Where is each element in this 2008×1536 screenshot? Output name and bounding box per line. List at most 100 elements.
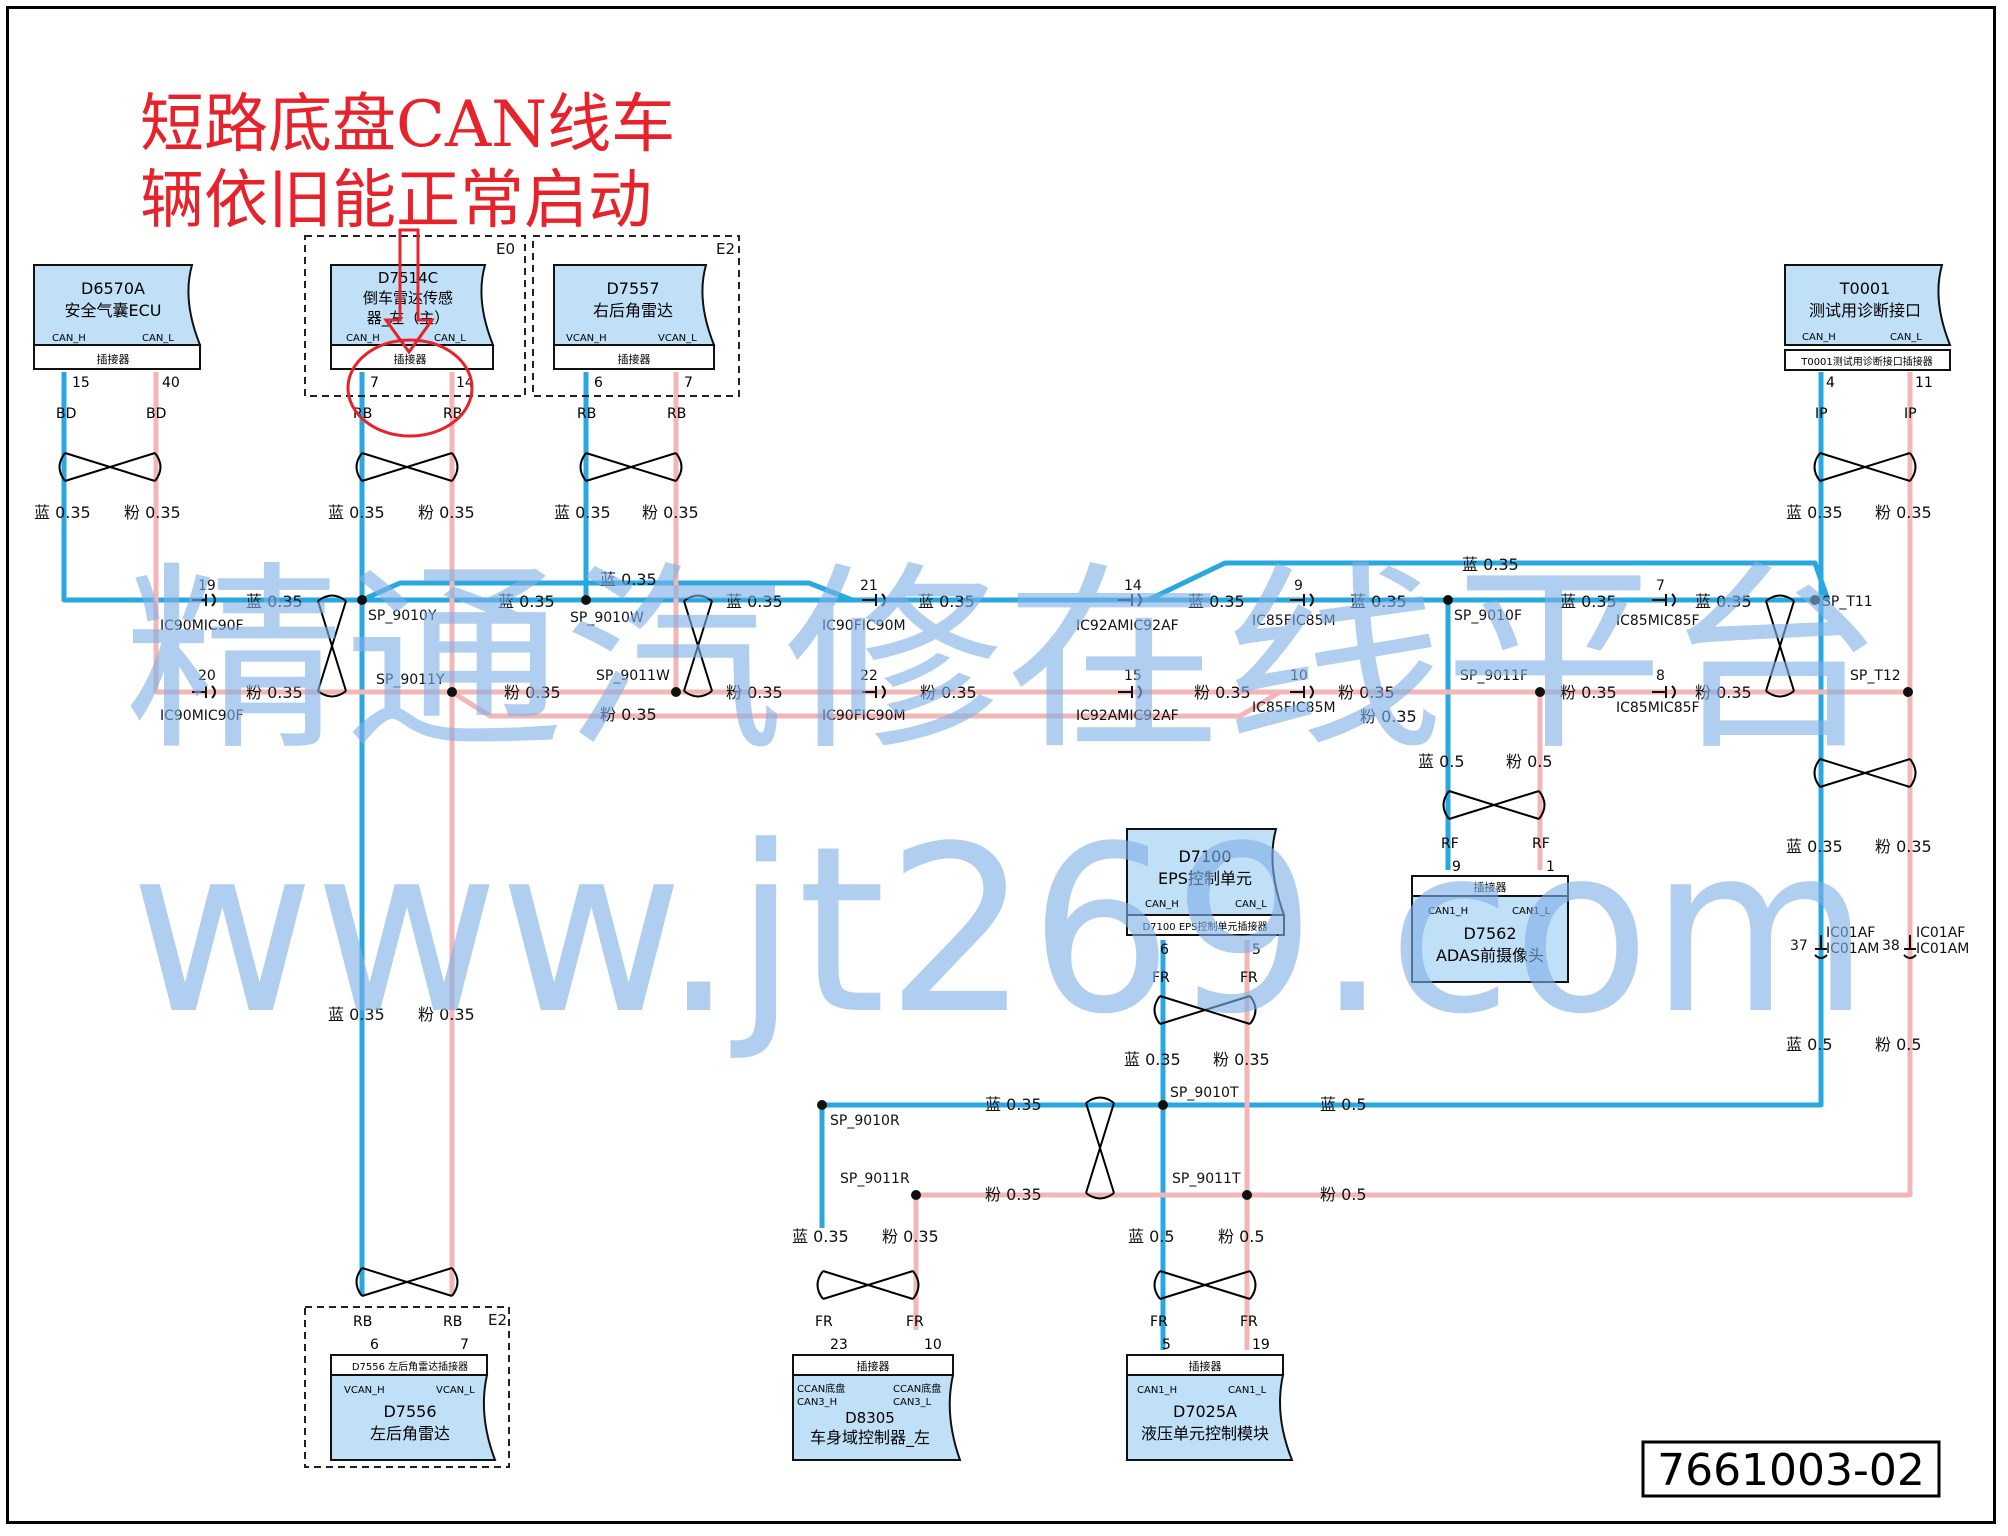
module-d7025a[interactable]: 插接器 CAN1_H CAN1_L D7025A 液压单元控制模块 5 19 F… <box>1126 1314 1294 1461</box>
wire-label: 蓝 0.35 <box>1350 592 1407 611</box>
wire-code-l: RB <box>667 406 686 422</box>
splice-label: SP_9011F <box>1460 668 1528 684</box>
connector-label: IC85MIC85F <box>1616 700 1700 716</box>
watermark: 精通汽修在线平台 www.jt269.com <box>124 545 1884 1065</box>
connector-label: IC01AM <box>1826 941 1879 957</box>
module-d6570a[interactable]: D6570A 安全气囊ECU CAN_H CAN_L 插接器 15 40 BD … <box>33 264 202 422</box>
module-t0001[interactable]: T0001 测试用诊断接口 CAN_H CAN_L T0001测试用诊断接口插接… <box>1784 264 1952 422</box>
connector-label: 插接器 <box>857 1359 890 1373</box>
pin-label-h: CAN_H <box>346 333 380 344</box>
pin-label-l: CAN1_L <box>1512 906 1551 917</box>
splice-label: SP_9010T <box>1170 1085 1239 1101</box>
module-name: 右后角雷达 <box>593 301 673 320</box>
connector-label: IC92AMIC92AF <box>1076 708 1179 724</box>
module-id: D7562 <box>1463 924 1516 943</box>
wire-label: 粉 0.35 <box>1875 837 1932 856</box>
module-id: D6570A <box>81 279 145 298</box>
wire-code-h: RB <box>577 406 596 422</box>
connector-number: 38 <box>1882 938 1900 954</box>
wire-code-h: RF <box>1441 836 1459 852</box>
figure-id: 7661003-02 <box>1657 1445 1925 1496</box>
wire-label: 粉 0.35 <box>418 503 475 522</box>
wire-label: 粉 0.35 <box>504 683 561 702</box>
module-id: D7556 <box>383 1402 436 1421</box>
module-name-line2: 器_左（主） <box>367 309 450 328</box>
connector-label: IC90FIC90M <box>822 618 906 634</box>
wire-label: 蓝 0.35 <box>328 503 385 522</box>
wire-code-l: FR <box>906 1314 924 1330</box>
connector-number: 22 <box>860 668 878 684</box>
wire-label: 粉 0.35 <box>600 705 657 724</box>
wire-label: 粉 0.35 <box>642 503 699 522</box>
pin-number-h: 6 <box>370 1337 379 1353</box>
wire-code-l: FR <box>1240 970 1258 986</box>
splice-label: SP_9011R <box>840 1171 910 1187</box>
connector-number: 9 <box>1294 578 1303 594</box>
pin-label-l: CAN_L <box>1235 899 1267 910</box>
connector-label: D7556 左后角雷达插接器 <box>352 1360 468 1373</box>
connector-label: T0001测试用诊断接口插接器 <box>1800 355 1933 368</box>
wire-label: 粉 0.35 <box>985 1185 1042 1204</box>
connector-number: 19 <box>198 578 216 594</box>
wire-label: 蓝 0.35 <box>246 592 303 611</box>
wire-code-l: RB <box>443 1314 462 1330</box>
pin-number-l: 19 <box>1252 1337 1270 1353</box>
wire-label: 蓝 0.35 <box>554 503 611 522</box>
module-d7514c[interactable]: D7514C 倒车雷达传感 器_左（主） CAN_H CAN_L 插接器 7 1… <box>330 264 495 422</box>
inline-connector-labels: 19 IC90MIC90F 20 IC90MIC90F 21 IC90FIC90… <box>160 578 1969 957</box>
module-id: D7514C <box>378 269 438 287</box>
annotation-line1: 短路底盘CAN线车 <box>140 88 675 162</box>
module-d7100[interactable]: D7100 EPS控制单元 CAN_H CAN_L D7100 EPS控制单元插… <box>1126 828 1286 986</box>
wire-label: 粉 0.5 <box>1218 1227 1265 1246</box>
connector-label: 插接器 <box>1189 1359 1222 1373</box>
wire-label: 粉 0.35 <box>1695 683 1752 702</box>
connector-label: 插接器 <box>394 352 427 366</box>
connector-label: IC01AF <box>1826 925 1875 941</box>
pin-label-h2: CAN3_H <box>797 1397 837 1408</box>
wire-label: 蓝 0.35 <box>1188 592 1245 611</box>
wire-label: 蓝 0.35 <box>1124 1050 1181 1069</box>
connector-number: 20 <box>198 668 216 684</box>
wire-label: 粉 0.35 <box>1338 683 1395 702</box>
wire-label: 蓝 0.35 <box>1462 555 1519 574</box>
wire-label: 粉 0.5 <box>1506 752 1553 771</box>
pin-label-l: CCAN底盘 <box>893 1382 941 1395</box>
connector-label: IC01AM <box>1916 941 1969 957</box>
wire-code-l: IP <box>1904 406 1917 422</box>
pin-label-h: CCAN底盘 <box>797 1382 845 1395</box>
pin-number-h: 6 <box>594 375 603 391</box>
connector-label: IC90MIC90F <box>160 708 244 724</box>
module-name: 测试用诊断接口 <box>1809 301 1921 320</box>
module-id: D8305 <box>845 1409 895 1427</box>
connector-number: 10 <box>1290 668 1308 684</box>
connector-label: IC92AMIC92AF <box>1076 618 1179 634</box>
module-d7556[interactable]: D7556 左后角雷达插接器 VCAN_H VCAN_L D7556 左后角雷达… <box>330 1314 497 1461</box>
splice-label: SP_9010R <box>830 1113 900 1129</box>
splice-label: SP_9011T <box>1172 1171 1241 1187</box>
pin-label-h: VCAN_H <box>566 333 607 344</box>
wire-code-h: RB <box>353 1314 372 1330</box>
pin-label-l: CAN_L <box>142 333 174 344</box>
wire-label: 蓝 0.35 <box>792 1227 849 1246</box>
connector-label: IC85FIC85M <box>1252 613 1336 629</box>
module-d7562[interactable]: 插接器 CAN1_H CAN1_L D7562 ADAS前摄像头 9 1 RF … <box>1411 836 1569 983</box>
splice-label: SP_9010F <box>1454 608 1522 624</box>
pin-label-l2: CAN3_L <box>893 1397 932 1408</box>
zone-boxes <box>304 235 740 1468</box>
module-d8305[interactable]: 插接器 CCAN底盘 CAN3_H CCAN底盘 CAN3_L D8305 车身… <box>792 1314 962 1461</box>
pin-number-h: 23 <box>830 1337 848 1353</box>
wire-label: 粉 0.35 <box>726 683 783 702</box>
wire-label: 粉 0.35 <box>246 683 303 702</box>
wire-label: 粉 0.35 <box>124 503 181 522</box>
pin-label-h: CAN_H <box>52 333 86 344</box>
module-id: D7100 <box>1178 847 1231 866</box>
annotation-line2: 辆依旧能正常启动 <box>140 164 652 238</box>
connector-label: IC85FIC85M <box>1252 700 1336 716</box>
wire-label: 蓝 0.35 <box>1786 503 1843 522</box>
wire-code-h: RB <box>353 406 372 422</box>
pin-number-l: 11 <box>1915 375 1933 391</box>
wire-label: 粉 0.35 <box>1875 503 1932 522</box>
module-d7557[interactable]: D7557 右后角雷达 VCAN_H VCAN_L 插接器 6 7 RB RB <box>553 264 716 422</box>
